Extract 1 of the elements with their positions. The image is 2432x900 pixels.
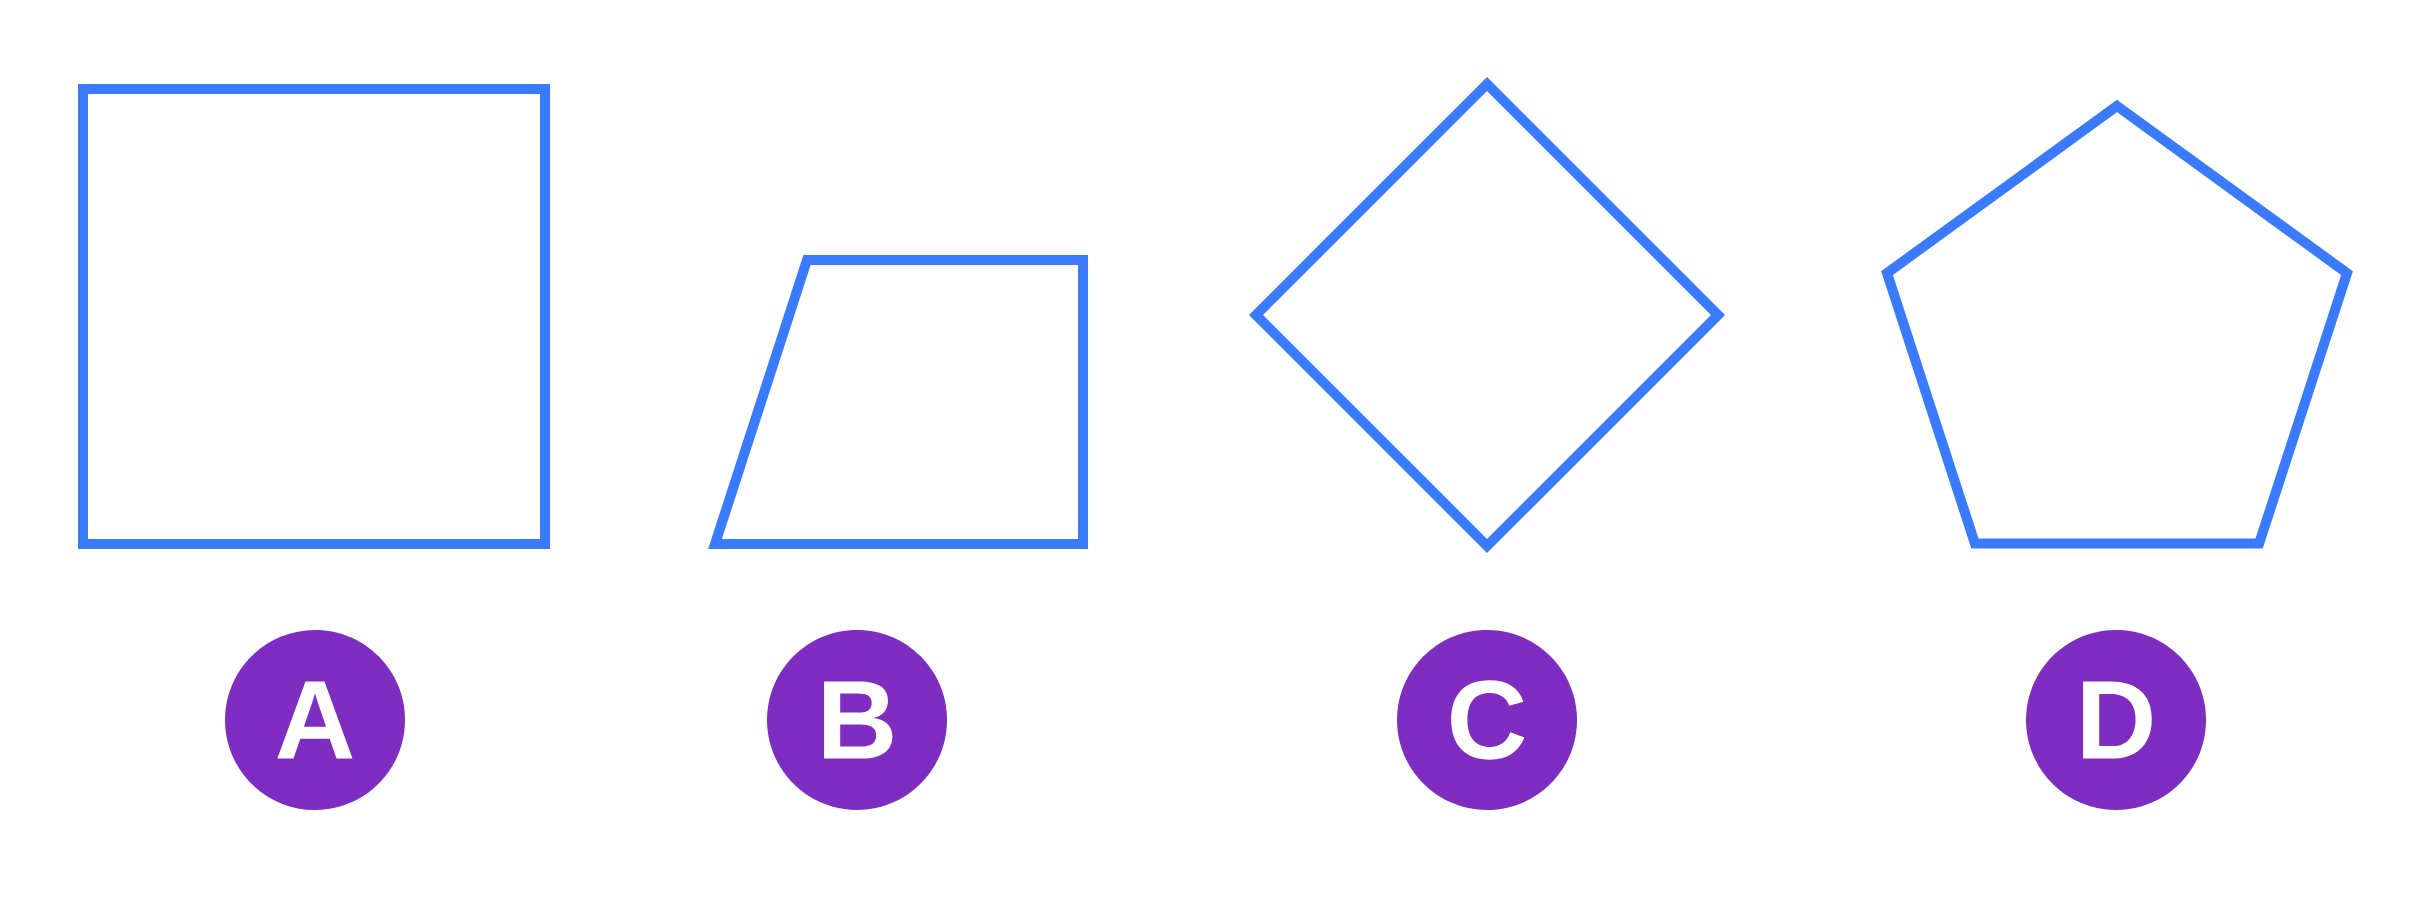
square-outline: [78, 84, 550, 549]
